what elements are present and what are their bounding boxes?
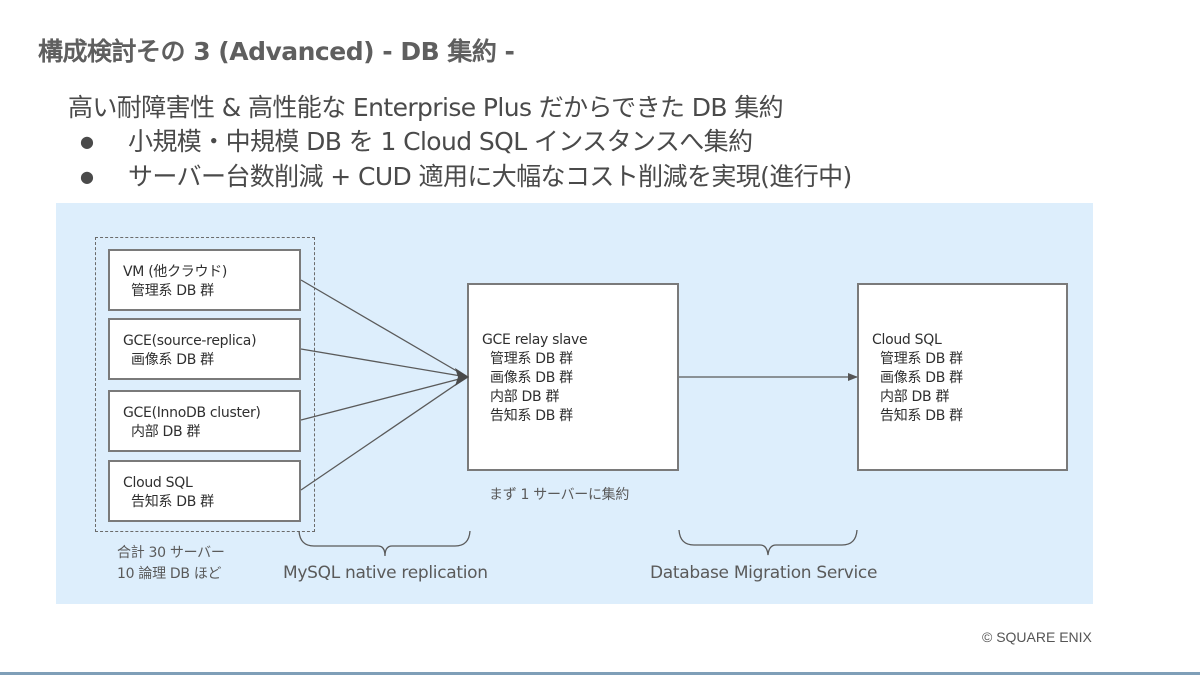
- node-name: Cloud SQL: [123, 475, 193, 491]
- node-name: GCE(source-replica): [123, 333, 257, 349]
- node-db-label: 内部 DB 群: [880, 389, 950, 405]
- sources-caption-line: 合計 30 サーバー: [117, 545, 225, 561]
- node-db-label: 告知系 DB 群: [880, 408, 963, 424]
- merge-arrowhead-icon: [455, 368, 469, 386]
- node-db-label: 告知系 DB 群: [131, 494, 214, 510]
- node-name: GCE(InnoDB cluster): [123, 405, 261, 421]
- node-db-label: 画像系 DB 群: [131, 352, 214, 368]
- bullet-icon: ●: [80, 166, 94, 186]
- bullet-item: ● サーバー台数削減 + CUD 適用に大幅なコスト削減を実現(進行中): [80, 157, 852, 193]
- target-node-cloud-sql: Cloud SQL 管理系 DB 群 画像系 DB 群 内部 DB 群 告知系 …: [857, 283, 1068, 471]
- bullet-item: ● 小規模・中規模 DB を 1 Cloud SQL インスタンスへ集約: [80, 122, 753, 158]
- node-db-label: 告知系 DB 群: [490, 408, 573, 424]
- copyright-notice: © SQUARE ENIX: [982, 629, 1092, 645]
- relay-caption: まず 1 サーバーに集約: [489, 487, 630, 503]
- node-db-label: 画像系 DB 群: [880, 370, 963, 386]
- replication-stage-label: MySQL native replication: [283, 563, 488, 583]
- source-node-gce-innodb-cluster: GCE(InnoDB cluster) 内部 DB 群: [108, 390, 301, 452]
- source-node-gce-source-replica: GCE(source-replica) 画像系 DB 群: [108, 318, 301, 380]
- node-db-label: 内部 DB 群: [131, 424, 201, 440]
- node-db-label: 管理系 DB 群: [131, 283, 214, 299]
- bullet-text: 小規模・中規模 DB を 1 Cloud SQL インスタンスへ集約: [128, 127, 753, 156]
- node-db-label: 管理系 DB 群: [880, 351, 963, 367]
- node-name: Cloud SQL: [872, 332, 942, 348]
- replication-arrow-3: [300, 376, 468, 421]
- sources-caption: 合計 30 サーバー 10 論理 DB ほど: [117, 543, 225, 585]
- node-name: VM (他クラウド): [123, 264, 228, 280]
- replication-arrow-4: [300, 376, 468, 491]
- node-name: GCE relay slave: [482, 332, 588, 348]
- source-node-cloud-sql: Cloud SQL 告知系 DB 群: [108, 460, 301, 522]
- node-db-label: 管理系 DB 群: [490, 351, 573, 367]
- bullet-icon: ●: [80, 131, 94, 151]
- migration-brace-icon: [678, 529, 858, 556]
- footer-divider: [0, 672, 1200, 675]
- source-node-vm: VM (他クラウド) 管理系 DB 群: [108, 249, 301, 311]
- migration-stage-label: Database Migration Service: [650, 563, 878, 583]
- node-db-label: 画像系 DB 群: [490, 370, 573, 386]
- replication-arrow-2: [300, 348, 468, 378]
- node-db-label: 内部 DB 群: [490, 389, 560, 405]
- sources-caption-line: 10 論理 DB ほど: [117, 566, 222, 582]
- replication-brace-icon: [298, 530, 471, 557]
- bullet-text: サーバー台数削減 + CUD 適用に大幅なコスト削減を実現(進行中): [128, 162, 852, 191]
- source-servers-group: [95, 237, 315, 532]
- relay-node-gce-relay-slave: GCE relay slave 管理系 DB 群 画像系 DB 群 内部 DB …: [467, 283, 679, 471]
- replication-arrow-1: [300, 279, 468, 378]
- slide-title: 構成検討その 3 (Advanced) - DB 集約 -: [38, 37, 515, 66]
- slide-lead-text: 高い耐障害性 & 高性能な Enterprise Plus だからできた DB …: [68, 93, 784, 122]
